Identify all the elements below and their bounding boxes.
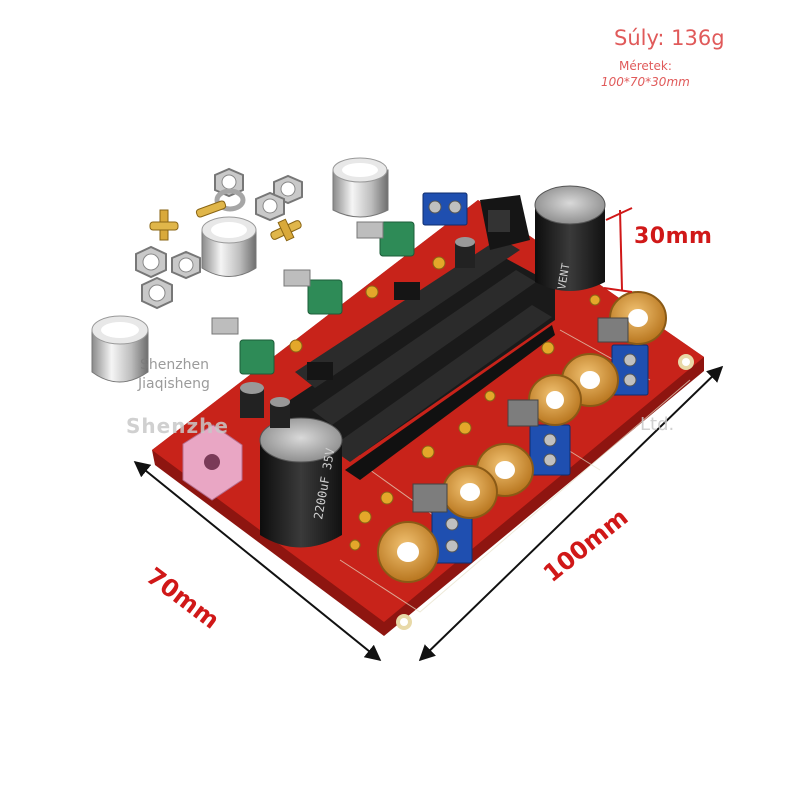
weight-label: Súly: 136g — [614, 26, 725, 50]
dimension-arrows — [133, 365, 724, 662]
terminal-block — [422, 192, 468, 226]
width-arrow — [133, 460, 382, 662]
capacitor-medium — [240, 237, 475, 428]
brass-standoff — [270, 218, 302, 242]
watermark-line: Shenzhen — [140, 357, 209, 373]
brass-standoff — [195, 200, 227, 218]
knob — [332, 157, 389, 218]
brass-standoff — [149, 209, 179, 241]
mounting-hole — [678, 354, 694, 370]
knob — [91, 315, 149, 383]
ic-chip — [307, 362, 333, 380]
potentiometer — [356, 221, 415, 257]
inductor — [412, 483, 448, 513]
loose-hardware — [135, 167, 303, 310]
nut — [135, 245, 167, 279]
watermark-line: Shenzhe — [126, 414, 229, 438]
capacitor-small: VENT — [534, 185, 606, 291]
dimensions-label: Méretek: — [619, 59, 672, 73]
nut — [214, 167, 244, 198]
washer — [214, 188, 246, 212]
dc-power-jack — [480, 195, 530, 250]
knob — [201, 216, 257, 277]
potentiometer — [211, 317, 275, 375]
nut — [171, 250, 201, 280]
watermark-line: Jiaqisheng — [138, 376, 210, 392]
dimensions-value: 100*70*30mm — [601, 75, 690, 89]
mounting-hole — [396, 614, 412, 630]
nut — [273, 174, 303, 205]
inductor — [507, 399, 539, 427]
height-dimension-label: 30mm — [634, 224, 713, 249]
inductor — [597, 317, 629, 343]
terminal-block — [529, 424, 571, 476]
nut — [141, 276, 173, 310]
watermark-line: Ltd. — [640, 414, 675, 435]
length-arrow — [418, 365, 724, 662]
potentiometer — [283, 269, 343, 315]
capacitor-print: VENT — [555, 262, 572, 291]
capacitor-large: 2200uF 35V — [259, 417, 343, 548]
toroid-coil — [377, 521, 439, 583]
height-indicator — [603, 207, 633, 293]
nut — [255, 191, 285, 222]
ic-chip — [394, 282, 420, 300]
toroid-coil — [442, 465, 498, 519]
